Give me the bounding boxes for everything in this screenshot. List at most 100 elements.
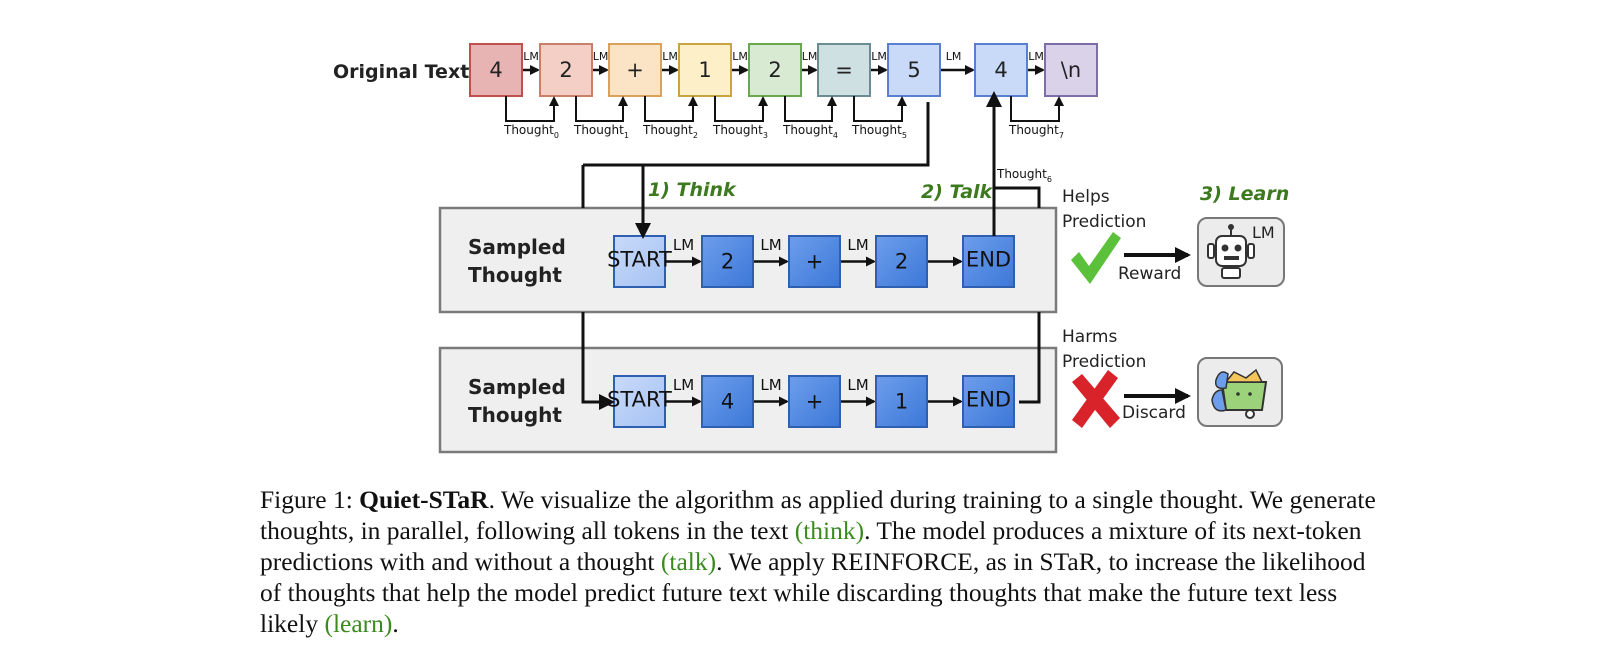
svg-text:END: END	[966, 388, 1011, 412]
svg-text:=: =	[835, 58, 853, 82]
thought-connector	[714, 96, 768, 122]
original-text-label: Original Text	[333, 61, 469, 83]
svg-text:+: +	[806, 250, 824, 274]
svg-text:END: END	[966, 248, 1011, 272]
svg-text:4: 4	[994, 58, 1007, 82]
thought-label-3: Thought3	[712, 123, 768, 140]
thought-token-2: +	[788, 375, 841, 428]
thought-b-end-route	[1019, 312, 1041, 404]
thought-connector	[1010, 96, 1064, 122]
original-token-7: 4	[974, 43, 1028, 97]
discard-label: Discard	[1122, 403, 1186, 423]
thought6-label: Thought6	[996, 167, 1052, 184]
think-route-arrow	[635, 102, 930, 239]
svg-text:LM: LM	[1252, 223, 1275, 242]
original-token-8: \n	[1044, 43, 1098, 97]
thought-token-0: START	[607, 375, 672, 428]
original-token-6: 5	[887, 43, 941, 97]
lm-label: LM	[871, 50, 887, 63]
svg-text:1: 1	[698, 58, 711, 82]
thought-token-4: END	[962, 375, 1015, 428]
svg-text:+: +	[806, 390, 824, 414]
robot-lm-icon: LM	[1197, 217, 1285, 287]
lm-label: LM	[673, 376, 694, 394]
thought-token-2: +	[788, 235, 841, 288]
thought-connector	[644, 96, 698, 122]
thought-label-6: Thought7	[1008, 123, 1064, 140]
original-token-4: 2	[748, 43, 802, 97]
lm-label: LM	[946, 50, 962, 63]
harms-label: Harms	[1062, 327, 1117, 347]
thought-label-2: Thought2	[642, 123, 698, 140]
caption-title: Quiet-STaR	[359, 485, 489, 514]
sampled-thought-1-line2: Thought	[468, 263, 562, 287]
svg-text:1: 1	[895, 390, 908, 414]
thought-label-1: Thought1	[573, 123, 629, 140]
caption-think: (think)	[794, 516, 865, 545]
svg-text:START: START	[607, 248, 672, 272]
helps-prediction-label: Prediction	[1062, 212, 1146, 232]
lm-label: LM	[593, 50, 609, 63]
thought-token-3: 1	[875, 375, 928, 428]
svg-text:START: START	[607, 388, 672, 412]
thought-label-5: Thought5	[851, 123, 907, 140]
lm-label: LM	[802, 50, 818, 63]
sampled-thought-2-line2: Thought	[468, 403, 562, 427]
thought-connector	[853, 96, 907, 122]
harms-prediction-label: Prediction	[1062, 352, 1146, 372]
thought-token-1: 4	[701, 375, 754, 428]
svg-text:+: +	[626, 58, 644, 82]
svg-text:2: 2	[559, 58, 572, 82]
sampled-thought-1-line1: Sampled	[468, 235, 566, 259]
thought-token-0: START	[607, 235, 672, 288]
svg-text:2: 2	[721, 250, 734, 274]
lm-label: LM	[1028, 50, 1044, 63]
cross-icon	[1072, 370, 1120, 428]
thought-token-4: END	[962, 235, 1015, 288]
svg-text:2: 2	[895, 250, 908, 274]
thought-b-route-arrow	[581, 312, 615, 410]
svg-text:4: 4	[489, 58, 502, 82]
thought-token-1: 2	[701, 235, 754, 288]
thought-connector	[575, 96, 628, 122]
original-token-1: 2	[539, 43, 593, 97]
trash-cart-icon	[1197, 357, 1283, 427]
talk-step-label: 2) Talk	[921, 181, 994, 203]
right-route-line	[994, 186, 1041, 208]
svg-text:\n: \n	[1061, 58, 1081, 82]
thought-label-0: Thought0	[503, 123, 559, 140]
lm-label: LM	[847, 236, 868, 254]
original-token-0: 4	[469, 43, 523, 97]
caption-learn: (learn)	[324, 609, 393, 638]
lm-label: LM	[760, 376, 781, 394]
original-token-2: +	[608, 43, 662, 97]
original-thought-connectors: Thought0 Thought1 Thought2 Thought3 Thought4…	[503, 96, 1064, 140]
svg-text:4: 4	[721, 390, 734, 414]
helps-label: Helps	[1062, 187, 1110, 207]
thought-connector	[784, 96, 837, 122]
original-token-5: =	[817, 43, 871, 97]
think-step-label: 1) Think	[648, 179, 737, 201]
lm-label: LM	[732, 50, 748, 63]
original-token-row: 4 LM 2 LM + LM 1 LM 2 LM = LM 5 LM 4 LM \n	[469, 43, 1098, 97]
lm-label: LM	[662, 50, 678, 63]
svg-text:5: 5	[907, 58, 920, 82]
reward-label: Reward	[1118, 264, 1181, 284]
learn-step-label: 3) Learn	[1200, 183, 1289, 205]
sampled-thought-2-line1: Sampled	[468, 375, 566, 399]
svg-text:2: 2	[768, 58, 781, 82]
thought-token-3: 2	[875, 235, 928, 288]
lm-label: LM	[523, 50, 539, 63]
check-icon	[1071, 232, 1121, 284]
original-token-3: 1	[678, 43, 732, 97]
lm-label: LM	[847, 376, 868, 394]
thought-label-4: Thought4	[782, 123, 838, 140]
lm-label: LM	[673, 236, 694, 254]
lm-label: LM	[760, 236, 781, 254]
caption-talk: (talk)	[660, 547, 717, 576]
figure-caption: Figure 1: Quiet-STaR. We visualize the a…	[260, 485, 1376, 638]
thought-connector	[505, 96, 559, 122]
quiet-star-diagram: Original Text 4LM2LM+LM1LM2LM=LM5LM4LM\n…	[333, 43, 1289, 454]
